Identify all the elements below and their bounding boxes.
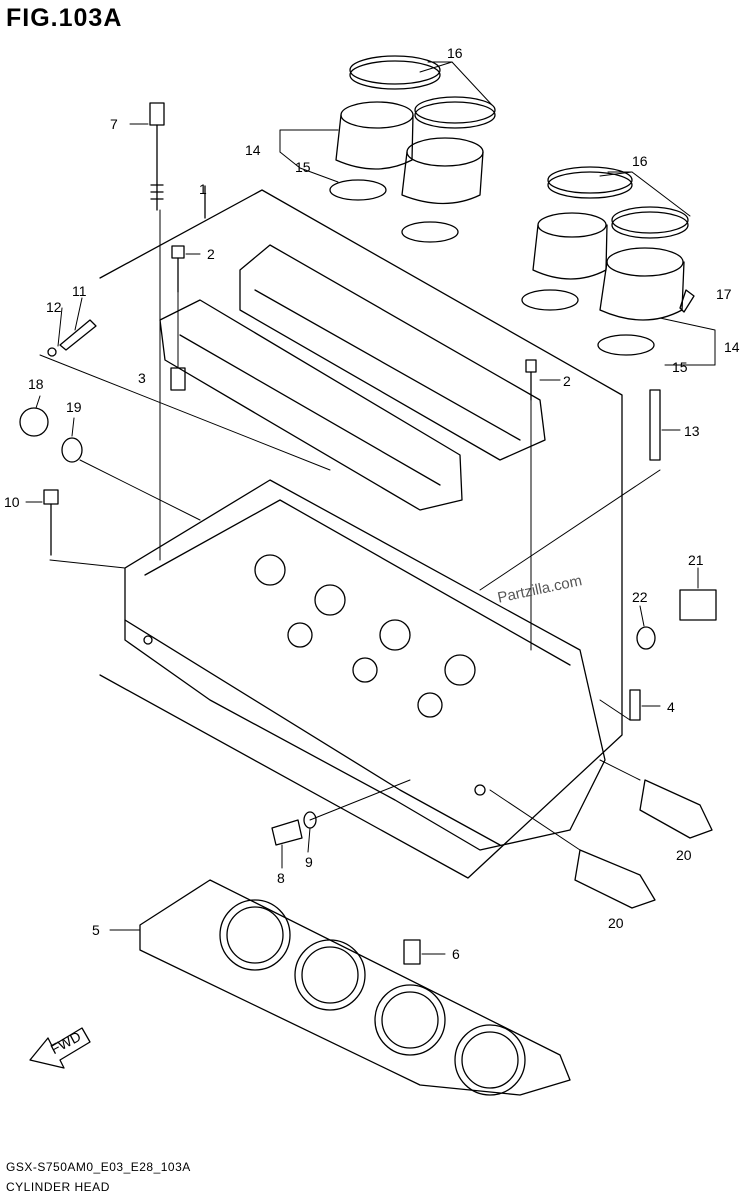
callout-9: 9 xyxy=(305,854,313,870)
callout-3: 3 xyxy=(138,370,146,386)
fwd-arrow-icon: FWD xyxy=(29,1027,91,1069)
callout-20-right: 20 xyxy=(676,847,692,863)
callout-21: 21 xyxy=(688,552,704,568)
cylinder-head-block xyxy=(124,479,606,851)
callout-15-right: 15 xyxy=(672,359,688,375)
callout-2-upper: 2 xyxy=(207,246,215,262)
cam-housing xyxy=(159,244,546,511)
callout-14-right: 14 xyxy=(724,339,740,355)
callout-8: 8 xyxy=(277,870,285,886)
callout-5: 5 xyxy=(92,922,100,938)
intake-set-right xyxy=(521,166,695,356)
callout-2-right: 2 xyxy=(563,373,571,389)
callout-11: 11 xyxy=(72,283,87,299)
callout-17: 17 xyxy=(716,286,732,302)
figure-name: CYLINDER HEAD xyxy=(6,1180,110,1194)
callout-16-right: 16 xyxy=(632,153,648,169)
cylinder-head-diagram: FWD 1 2 2 3 4 5 6 7 8 9 10 11 12 13 14 1… xyxy=(4,45,740,1096)
callout-15-left: 15 xyxy=(295,159,311,175)
callout-16-left: 16 xyxy=(447,45,463,61)
callout-19: 19 xyxy=(66,399,82,415)
callout-14-left: 14 xyxy=(245,142,261,158)
figure-title: FIG.103A xyxy=(6,4,123,32)
callout-12: 12 xyxy=(46,299,62,315)
callout-7: 7 xyxy=(110,116,118,132)
callout-18: 18 xyxy=(28,376,44,392)
callout-13: 13 xyxy=(684,423,700,439)
assembly-frame xyxy=(99,185,623,879)
leader-lines xyxy=(25,61,716,955)
callout-6: 6 xyxy=(452,946,460,962)
figure-code: GSX-S750AM0_E03_E28_103A xyxy=(6,1160,191,1174)
callout-22: 22 xyxy=(632,589,648,605)
small-parts xyxy=(19,102,717,965)
head-gasket xyxy=(139,879,571,1096)
callout-4: 4 xyxy=(667,699,675,715)
callout-20-lower: 20 xyxy=(608,915,624,931)
intake-set-left xyxy=(329,55,496,243)
callout-10: 10 xyxy=(4,494,20,510)
callout-1: 1 xyxy=(199,181,207,197)
